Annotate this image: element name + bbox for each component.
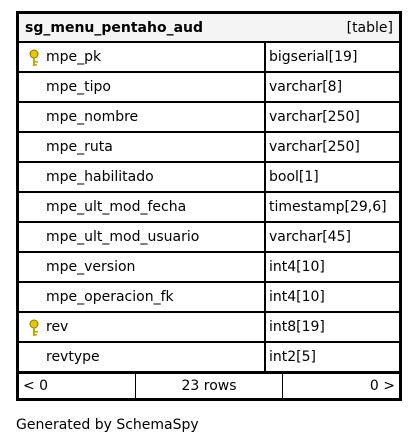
column-name: mpe_operacion_fk	[46, 289, 174, 305]
table-header: sg_menu_pentaho_aud [table]	[19, 14, 399, 43]
column-name-cell: mpe_tipo	[19, 73, 266, 101]
column-name-cell: mpe_ult_mod_fecha	[19, 193, 266, 221]
column-type: bigserial[19]	[269, 49, 358, 65]
child-count[interactable]: 0 >	[369, 378, 395, 394]
column-name-cell: rev	[19, 313, 266, 341]
column-row: mpe_tipo varchar[8]	[19, 73, 399, 103]
column-name: rev	[46, 319, 69, 335]
column-type: int4[10]	[269, 259, 325, 275]
column-type: varchar[45]	[269, 229, 351, 245]
column-name: mpe_ult_mod_usuario	[46, 229, 200, 245]
column-type: varchar[250]	[269, 139, 360, 155]
column-name: mpe_ruta	[46, 139, 113, 155]
table-name: sg_menu_pentaho_aud	[25, 19, 204, 36]
column-type: timestamp[29,6]	[269, 199, 387, 215]
parent-count[interactable]: < 0	[19, 374, 136, 398]
column-row: rev int8[19]	[19, 313, 399, 343]
column-type: int2[5]	[269, 349, 316, 365]
column-name: revtype	[46, 349, 100, 365]
column-name-cell: mpe_ult_mod_usuario	[19, 223, 266, 251]
table-node[interactable]: sg_menu_pentaho_aud [table] mpe_pk bigse…	[16, 11, 402, 401]
column-row: mpe_nombre varchar[250]	[19, 103, 399, 133]
column-row: mpe_pk bigserial[19]	[19, 43, 399, 73]
column-name: mpe_version	[46, 259, 136, 275]
column-row: mpe_ult_mod_usuario varchar[45]	[19, 223, 399, 253]
column-type: int4[10]	[269, 289, 325, 305]
column-name: mpe_tipo	[46, 79, 111, 95]
column-name-cell: mpe_version	[19, 253, 266, 281]
key-icon	[29, 49, 39, 66]
table-footer: < 0 23 rows 0 >	[19, 371, 399, 398]
column-type: int8[19]	[269, 319, 325, 335]
column-name-cell: mpe_nombre	[19, 103, 266, 131]
column-row: mpe_operacion_fk int4[10]	[19, 283, 399, 313]
column-name-cell: mpe_pk	[19, 43, 266, 71]
column-name: mpe_ult_mod_fecha	[46, 199, 187, 215]
column-name-cell: mpe_habilitado	[19, 163, 266, 191]
column-name-cell: revtype	[19, 343, 266, 371]
column-row: revtype int2[5]	[19, 343, 399, 371]
row-count: 23 rows	[136, 374, 283, 398]
generated-by-label: Generated by SchemaSpy	[16, 417, 199, 433]
column-name: mpe_pk	[46, 49, 102, 65]
column-name: mpe_nombre	[46, 109, 139, 125]
column-type: varchar[250]	[269, 109, 360, 125]
key-icon	[29, 319, 39, 336]
column-type: varchar[8]	[269, 79, 343, 95]
column-name-cell: mpe_operacion_fk	[19, 283, 266, 311]
column-row: mpe_ult_mod_fecha timestamp[29,6]	[19, 193, 399, 223]
column-row: mpe_ruta varchar[250]	[19, 133, 399, 163]
column-name: mpe_habilitado	[46, 169, 154, 185]
column-row: mpe_version int4[10]	[19, 253, 399, 283]
column-type: bool[1]	[269, 169, 319, 185]
table-type: [table]	[346, 19, 393, 36]
column-row: mpe_habilitado bool[1]	[19, 163, 399, 193]
column-name-cell: mpe_ruta	[19, 133, 266, 161]
